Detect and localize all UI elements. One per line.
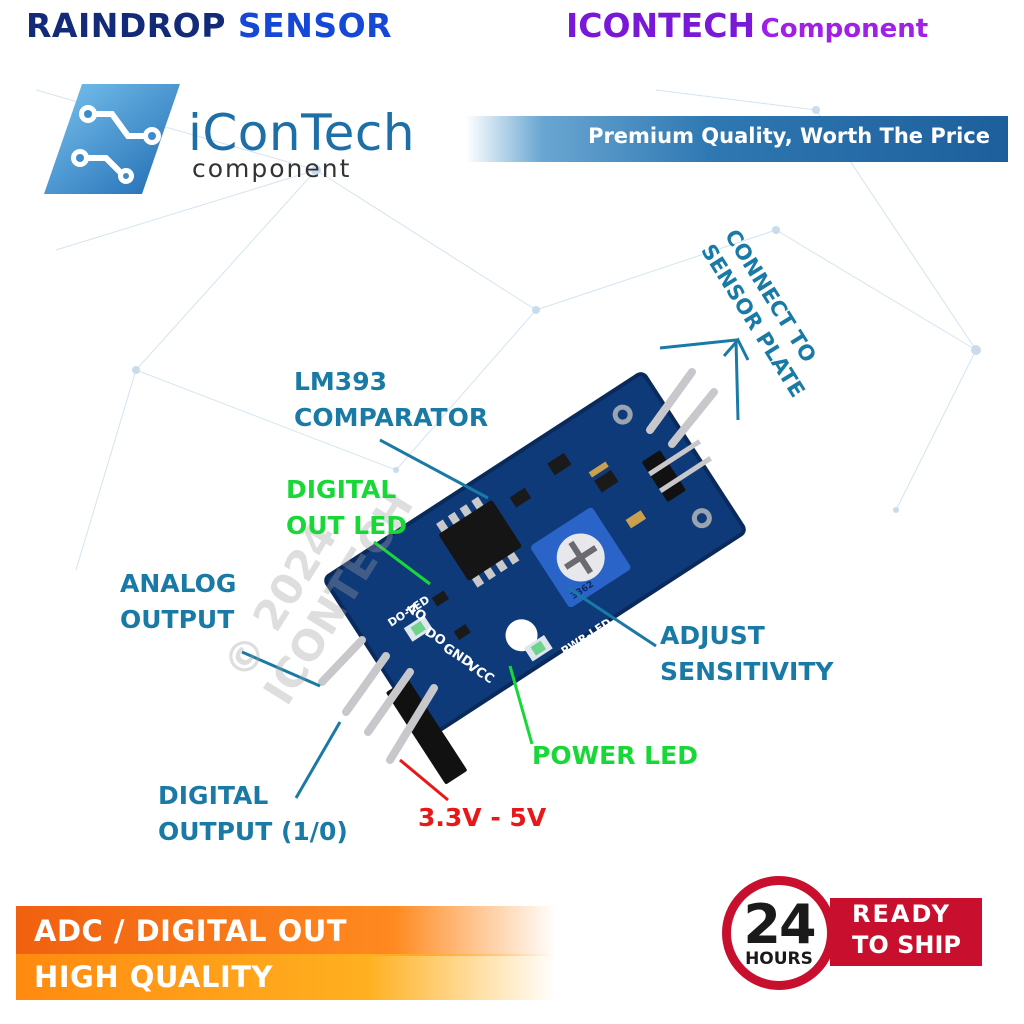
label-adjust-sensitivity: ADJUST SENSITIVITY — [660, 618, 833, 690]
label-analog-output: ANALOG OUTPUT — [120, 566, 236, 638]
product-title: RAINDROP SENSOR — [26, 6, 392, 45]
label-digital-out-led-line2: OUT LED — [286, 511, 408, 540]
label-lm393: LM393 COMPARATOR — [294, 364, 488, 436]
label-adjust-sensitivity-line1: ADJUST — [660, 621, 765, 650]
label-adjust-sensitivity-line2: SENSITIVITY — [660, 657, 834, 686]
feature-bar-2: HIGH QUALITY — [16, 954, 556, 1000]
header: RAINDROP SENSOR ICONTECH Component — [0, 0, 1024, 50]
feature-2: HIGH QUALITY — [34, 960, 274, 994]
label-lm393-line2: COMPARATOR — [294, 403, 489, 432]
ready-label: READY — [852, 900, 952, 928]
label-lm393-line1: LM393 — [294, 367, 387, 396]
product-title-word2: SENSOR — [237, 6, 393, 45]
tagline: Premium Quality, Worth The Price — [588, 124, 990, 148]
feature-1: ADC / DIGITAL OUT — [34, 914, 348, 948]
label-digital-out-led-line1: DIGITAL — [286, 475, 397, 504]
label-digital-out-led: DIGITAL OUT LED — [286, 472, 407, 544]
hours-badge: 24 HOURS — [722, 876, 836, 990]
hours-label: HOURS — [745, 949, 813, 969]
label-analog-output-line1: ANALOG — [120, 569, 237, 598]
label-digital-output: DIGITAL OUTPUT (1/0) — [158, 778, 348, 850]
label-power-led: POWER LED — [532, 741, 698, 770]
tagline-banner: Premium Quality, Worth The Price — [466, 116, 1008, 162]
brand-subtitle: component — [192, 154, 352, 183]
label-digital-output-line1: DIGITAL — [158, 781, 269, 810]
brand-logo-icon — [44, 84, 180, 194]
brand-name: iConTech — [188, 104, 416, 162]
brand-title: ICONTECH Component — [566, 6, 928, 45]
label-digital-output-line2: OUTPUT (1/0) — [158, 817, 348, 846]
pcb-board: DO-LED PWR-LED 3362 — [324, 372, 746, 784]
to-ship-label: TO SHIP — [852, 931, 962, 959]
hours-number: 24 — [743, 893, 816, 956]
feature-bar-1: ADC / DIGITAL OUT — [16, 906, 556, 956]
brand-title-word1: ICONTECH — [566, 6, 756, 45]
brand-title-word2: Component — [760, 14, 929, 44]
product-title-word1: RAINDROP — [26, 6, 226, 45]
label-voltage: 3.3V - 5V — [418, 803, 547, 832]
ready-to-ship-box: READY TO SHIP — [830, 898, 982, 966]
label-analog-output-line2: OUTPUT — [120, 605, 235, 634]
